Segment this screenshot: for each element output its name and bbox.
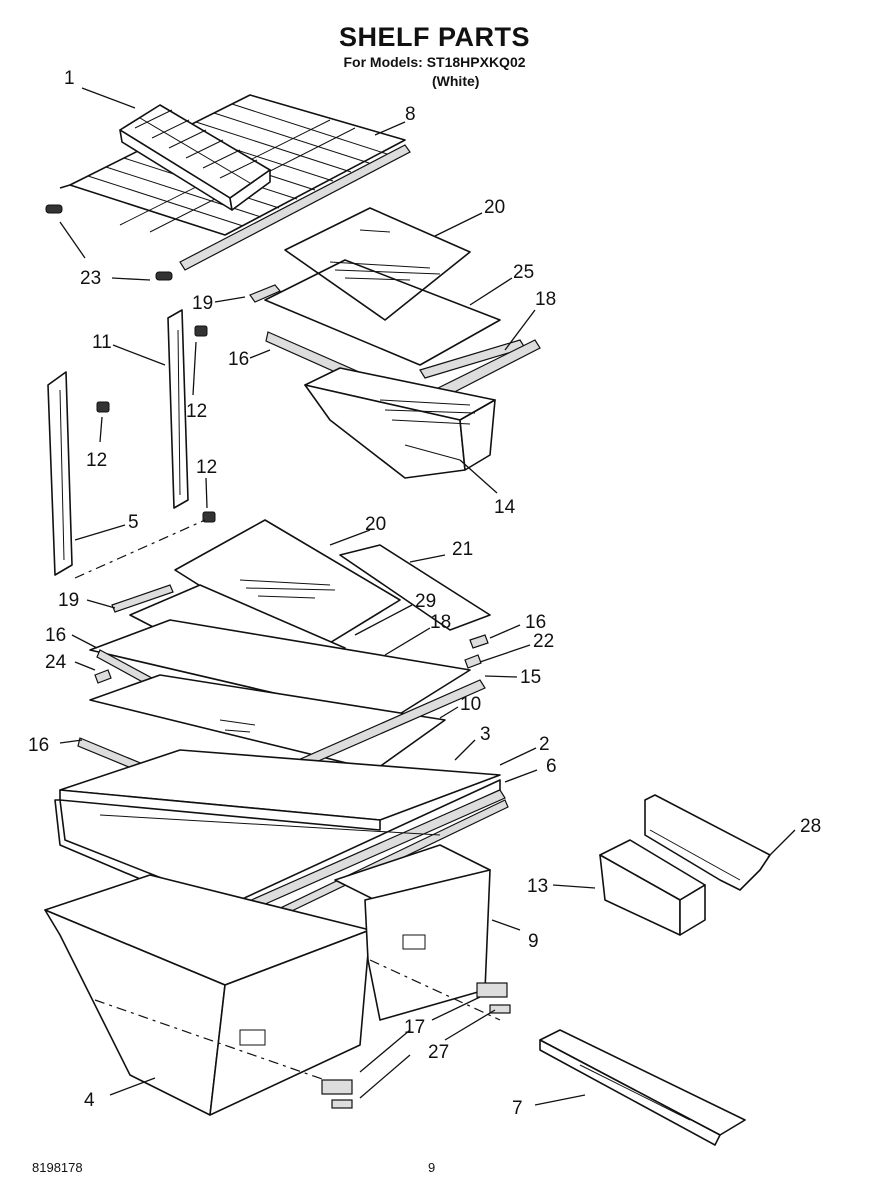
callout-10: 10 [460, 694, 481, 715]
part-left-shelf-ladder[interactable] [47, 371, 73, 576]
part-dairy-door[interactable] [644, 794, 771, 891]
callout-6: 6 [546, 756, 557, 777]
callout-19: 19 [58, 590, 79, 611]
callout-12: 12 [196, 457, 217, 478]
callout-18: 18 [535, 289, 556, 310]
part-door-bin[interactable] [599, 839, 706, 936]
part-right-crisper-drawer[interactable] [334, 844, 501, 1021]
callout-12: 12 [186, 401, 207, 422]
callout-18: 18 [430, 612, 451, 633]
part-crisper-support-base[interactable] [539, 1029, 746, 1146]
callout-27: 27 [428, 1042, 449, 1063]
part-left-crisper-drawer[interactable] [44, 874, 371, 1116]
callout-3: 3 [480, 724, 491, 745]
callout-16: 16 [28, 735, 49, 756]
part-upper-glass-shelf[interactable] [284, 207, 471, 321]
part-ice-tray[interactable] [119, 104, 271, 211]
callout-14: 14 [494, 497, 516, 518]
callout-labels: 1 8 20 23 25 18 19 11 16 12 12 12 14 5 2… [28, 68, 821, 1119]
callout-28: 28 [800, 816, 821, 837]
part-shelf-support-pins[interactable] [45, 204, 173, 281]
callout-11: 11 [92, 332, 112, 353]
part-upper-crisper-drawer[interactable] [304, 367, 496, 479]
callout-24: 24 [45, 652, 67, 673]
part-right-shelf-ladder[interactable] [167, 309, 189, 509]
page-number: 9 [428, 1160, 436, 1175]
callout-20: 20 [484, 197, 505, 218]
part-crisper-frame[interactable] [54, 749, 509, 933]
model-line: For Models: ST18HPXKQ02 [343, 54, 526, 70]
document-number: 8198178 [32, 1160, 83, 1175]
callout-12: 12 [86, 450, 107, 471]
callout-19: 19 [192, 293, 213, 314]
part-mounting-screws[interactable] [96, 325, 216, 523]
callout-25: 25 [513, 262, 534, 283]
callout-16: 16 [228, 349, 249, 370]
part-crisper-cover-glass[interactable] [339, 544, 491, 631]
callout-17: 17 [404, 1017, 425, 1038]
callout-21: 21 [452, 539, 473, 560]
callout-8: 8 [405, 104, 416, 125]
page-title: SHELF PARTS [338, 22, 530, 52]
callout-29: 29 [415, 591, 436, 612]
callout-13: 13 [527, 876, 548, 897]
callout-15: 15 [520, 667, 541, 688]
callout-1: 1 [64, 68, 75, 89]
callout-20: 20 [365, 514, 386, 535]
leader-lines [59, 87, 796, 1106]
callout-7: 7 [512, 1098, 523, 1119]
callout-2: 2 [539, 734, 550, 755]
callout-23: 23 [80, 268, 101, 289]
part-drawer-slides[interactable] [321, 982, 511, 1109]
callout-4: 4 [84, 1090, 95, 1111]
part-lower-shelf-frame[interactable] [89, 619, 471, 771]
callout-16: 16 [45, 625, 66, 646]
callout-5: 5 [128, 512, 139, 533]
callout-22: 22 [533, 631, 554, 652]
part-upper-shelf-frame[interactable] [249, 259, 526, 379]
callout-16: 16 [525, 612, 546, 633]
callout-9: 9 [528, 931, 539, 952]
color-note: (White) [432, 73, 480, 89]
